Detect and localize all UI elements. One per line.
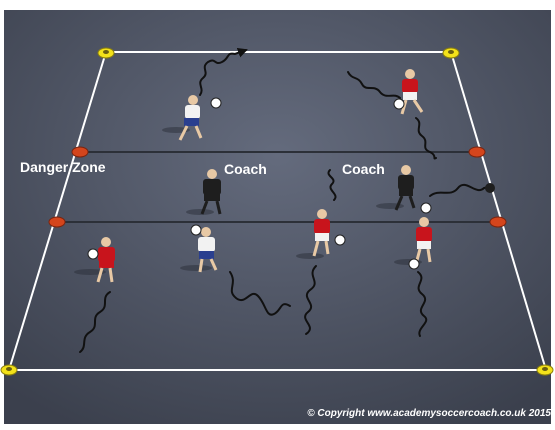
goalkeeper-right xyxy=(485,183,495,193)
ball xyxy=(421,203,431,213)
top-border xyxy=(4,2,551,10)
corner-cone-top-left xyxy=(98,48,114,58)
zone-cone-right-top xyxy=(469,147,485,157)
copyright-text: © Copyright www.academysoccercoach.co.uk… xyxy=(307,408,551,419)
ball xyxy=(191,225,201,235)
zone-cone-left-bottom xyxy=(49,217,65,227)
corner-cone-top-right xyxy=(443,48,459,58)
ball xyxy=(394,99,404,109)
ball xyxy=(211,98,221,108)
corner-cone-bottom-right xyxy=(537,365,553,375)
corner-cone-bottom-left xyxy=(1,365,17,375)
pitch-background xyxy=(4,10,551,424)
ball xyxy=(409,259,419,269)
label-coach-right: Coach xyxy=(342,161,385,177)
ball xyxy=(335,235,345,245)
zone-cone-right-bottom xyxy=(490,217,506,227)
label-danger-zone: Danger Zone xyxy=(20,159,106,175)
zone-cone-left-top xyxy=(72,147,88,157)
label-coach-left: Coach xyxy=(224,161,267,177)
ball xyxy=(88,249,98,259)
